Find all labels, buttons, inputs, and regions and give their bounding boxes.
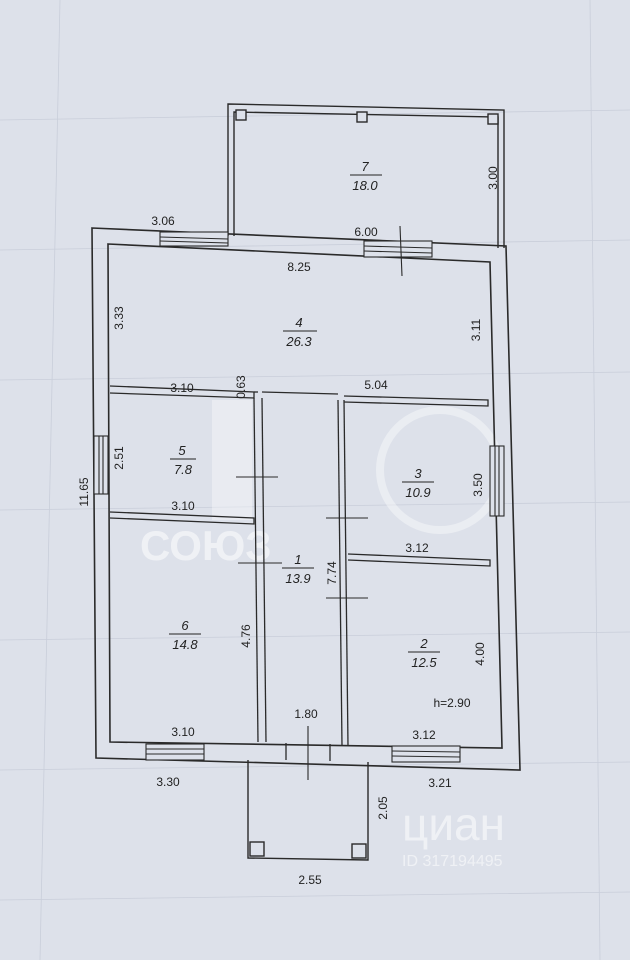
dim-room3-right: 3.50 [471,473,485,497]
room-1-area: 13.9 [285,571,310,586]
room-labels: 7 18.0 4 26.3 5 7.8 3 10.9 1 13.9 6 14.8… [169,159,440,670]
outer-walls [91,227,521,771]
dim-corridor-width: 1.80 [294,707,318,721]
dim-room4-left: 3.33 [112,306,126,330]
room-7-area: 18.0 [352,178,378,193]
room-2-number: 2 [419,636,428,651]
dimension-labels: 3.00 3.06 6.00 8.25 3.33 3.11 3.10 0.63 … [77,166,500,887]
dim-room4-right: 3.11 [469,318,483,341]
watermark-brand: циан [402,798,505,850]
interior-walls [109,385,491,761]
room-3-area: 10.9 [405,485,430,500]
dim-porch-depth: 2.05 [376,796,390,820]
cian-watermark: циан ID 317194495 [402,798,505,870]
dim-corridor-small: 0.63 [234,375,248,399]
windows [93,231,505,763]
watermark-id: ID 317194495 [402,853,503,870]
door-marks [236,225,403,780]
dim-top-left: 3.06 [151,214,175,228]
dim-room5-left: 2.51 [112,446,126,470]
porch [247,760,369,861]
dim-total-height: 11.65 [77,477,91,506]
room-7-number: 7 [361,159,369,174]
dim-bottom-right: 3.21 [428,776,452,790]
dim-top-mid: 6.00 [354,225,378,239]
room-4-area: 26.3 [285,334,312,349]
dim-room2-right: 4.00 [473,642,487,666]
dim-room3-top: 5.04 [364,378,388,392]
dim-room2-bottom: 3.12 [412,728,436,742]
dim-corridor-len: 7.74 [325,561,339,585]
dim-porch-width: 2.55 [298,873,322,887]
room-2-area: 12.5 [411,655,437,670]
room-1-number: 1 [294,552,301,567]
room-5-area: 7.8 [174,462,193,477]
dim-room7-right: 3.00 [486,166,500,190]
dim-room6-height: 4.76 [239,624,253,648]
room-6-number: 6 [181,618,189,633]
dim-bottom-left: 3.30 [156,775,180,789]
room-5-number: 5 [178,443,186,458]
room-4-number: 4 [295,315,302,330]
room-6-area: 14.8 [172,637,198,652]
dim-room6-bottom: 3.10 [171,725,195,739]
ceiling-height: h=2.90 [433,696,470,710]
dim-room2-top: 3.12 [405,541,429,555]
watermark-logo: СОЮЗ [140,400,504,569]
room-7-walls [227,103,505,248]
dim-room4-width: 8.25 [287,260,311,274]
dim-room5-top: 3.10 [170,381,194,395]
dim-room5-bottom: 3.10 [171,499,195,513]
watermark-logo-text: СОЮЗ [140,522,272,569]
room-3-number: 3 [414,466,422,481]
